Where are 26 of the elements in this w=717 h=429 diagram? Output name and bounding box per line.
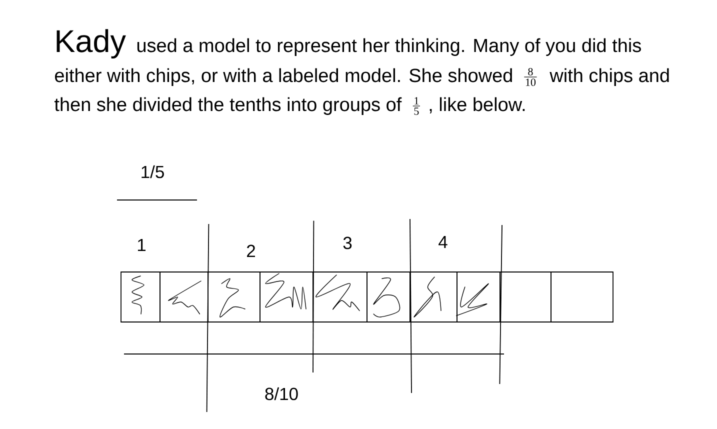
- strip-cell: [550, 272, 614, 322]
- body-text: with chips and: [550, 68, 669, 86]
- strip-cell: [312, 272, 368, 322]
- fraction-label: 8/10: [265, 387, 298, 400]
- fraction-denominator: 5: [414, 108, 419, 115]
- strip-cell: [120, 272, 160, 322]
- body-text: then she divided the tenths into groups of: [54, 97, 402, 115]
- strip-cell: [410, 272, 458, 322]
- fraction-label: 1/5: [142, 165, 164, 178]
- group-number: 2: [247, 244, 255, 257]
- fraction-denominator: 10: [526, 78, 536, 86]
- strip-cell: [160, 272, 208, 322]
- body-text: used a model to represent her thinking. Many of you did this: [137, 38, 641, 56]
- fraction-numerator: 1: [414, 97, 418, 104]
- body-text: either with chips, or with a labeled model. She showed: [55, 68, 512, 86]
- body-text: , like below.: [430, 97, 525, 114]
- strip-cell: [456, 272, 500, 322]
- group-number: 1: [138, 238, 146, 251]
- strip-cell: [500, 272, 552, 322]
- group-number: 4: [438, 236, 448, 248]
- group-number: 3: [343, 236, 352, 250]
- strip-cell: [260, 272, 314, 322]
- heading-name: Kady: [56, 29, 126, 59]
- fraction-numerator: 8: [528, 68, 533, 76]
- strip-cell: [208, 272, 260, 322]
- strip-cell: [366, 272, 410, 322]
